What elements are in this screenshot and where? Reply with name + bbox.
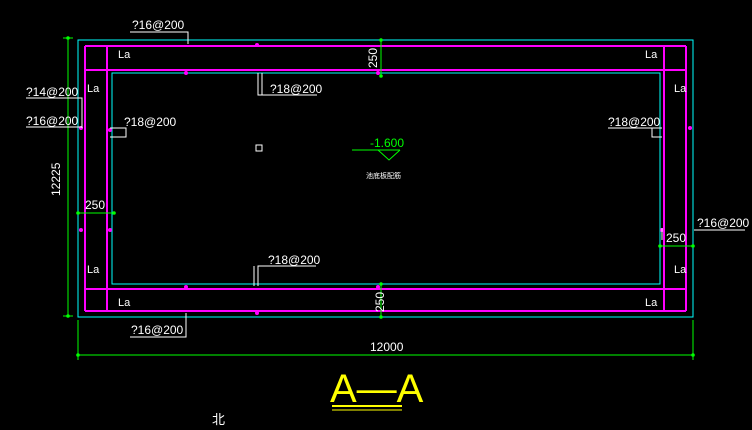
rebar-label-right-inner: ?18@200 [608,115,661,129]
section-title: A—A [330,367,424,411]
rebar-layout [84,45,687,312]
concrete-outline-inner [111,72,661,285]
concrete-outline-outer [77,39,694,318]
dimension-lines [63,37,694,360]
dimension-ticks [66,36,695,357]
north-symbol: 北 [212,412,225,427]
anchorage-label: La [645,297,658,309]
elevation-label: -1.600 [370,136,404,150]
node-marker [255,144,263,152]
rebar-label-right-outer: ?16@200 [697,216,750,230]
rebar-label-top-inner: ?18@200 [270,82,323,96]
elevation-symbol [352,149,401,161]
anchorage-label: La [87,264,100,276]
anchorage-label: La [674,264,687,276]
rebar-label-bottom-inner: ?18@200 [268,253,321,267]
leader-lines [26,31,745,338]
dimension-wall-bottom: 250 [373,292,387,312]
dimension-overall-width: 12000 [370,340,404,354]
dimension-wall-top: 250 [366,48,380,68]
rebar-label-left-lower: ?16@200 [26,114,79,128]
rebar-label-left-upper: ?14@200 [26,85,79,99]
anchorage-label: La [645,49,658,61]
anchorage-label: La [674,83,687,95]
anchorage-label: La [118,297,131,309]
rebar-label-top-outer: ?16@200 [132,18,185,32]
anchorage-label: La [118,49,131,61]
dimension-wall-left: 250 [85,198,105,212]
anchorage-label: La [87,83,100,95]
rebar-label-left-inner: ?18@200 [124,115,177,129]
slab-note: 池底板配筋 [366,171,401,180]
rebar-label-bottom-outer: ?16@200 [131,323,184,337]
dimension-overall-height: 12225 [49,162,63,196]
dimension-wall-right: 250 [666,231,686,245]
